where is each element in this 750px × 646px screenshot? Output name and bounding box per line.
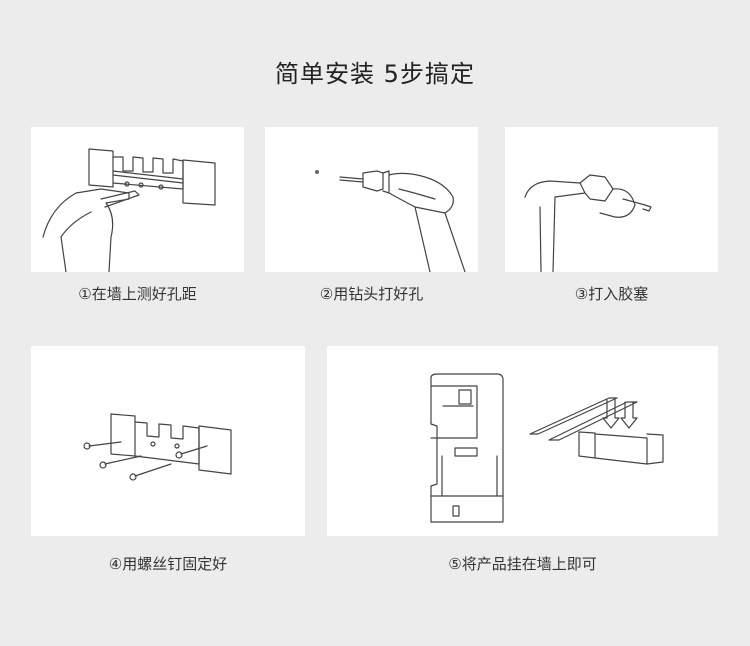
step-3-caption: ③打入胶塞: [574, 285, 649, 303]
step-4-image: [31, 346, 305, 536]
step-5-image: [327, 346, 718, 536]
step-3-image: [505, 127, 718, 272]
hammer-illustration: [524, 174, 652, 272]
hang-product-illustration: [430, 373, 664, 523]
step-1-image: [31, 127, 244, 272]
step-5-caption: ⑤将产品挂在墙上即可: [448, 555, 597, 573]
step-2-image: [265, 127, 478, 272]
drill-illustration: [315, 170, 466, 272]
step-2-caption: ②用钻头打好孔: [319, 285, 424, 303]
screws-illustration: [83, 413, 232, 481]
page-title: 简单安装 5步搞定: [275, 60, 475, 88]
step-1-caption: ①在墙上测好孔距: [78, 285, 197, 303]
step-4-caption: ④用螺丝钉固定好: [108, 555, 228, 573]
measure-holes-illustration: [42, 148, 216, 272]
